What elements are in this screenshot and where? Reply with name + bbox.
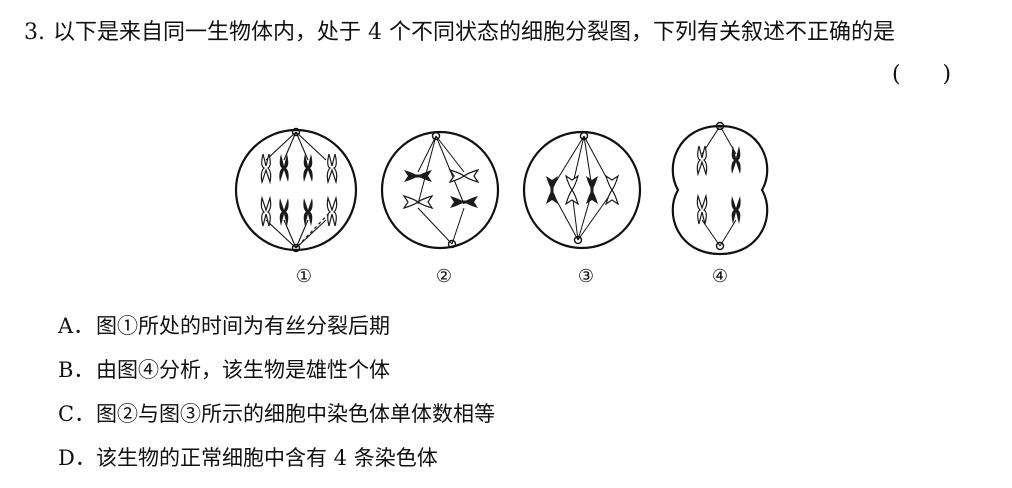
figure-label-2: ②: [436, 266, 452, 287]
option-a[interactable]: A． 图①所处的时间为有丝分裂后期: [58, 304, 495, 348]
figure-label-3: ③: [578, 266, 594, 287]
question-stem: 3. 以下是来自同一生物体内，处于 4 个不同状态的细胞分裂图，下列有关叙述不正确…: [24, 18, 895, 48]
option-b-text: 由图④分析，该生物是雄性个体: [96, 358, 390, 382]
option-d-letter: D．: [58, 446, 96, 470]
question-text: 以下是来自同一生物体内，处于 4 个不同状态的细胞分裂图，下列有关叙述不正确的是: [53, 20, 895, 45]
question-number: 3.: [24, 20, 45, 45]
option-a-letter: A．: [58, 314, 95, 338]
cell-2-diagram: [380, 130, 500, 250]
answer-bracket: ( ): [892, 62, 952, 87]
option-d-text: 该生物的正常细胞中含有 4 条染色体: [96, 446, 438, 470]
option-c-text: 图②与图③所示的细胞中染色体单体数相等: [96, 402, 495, 426]
option-a-text: 图①所处的时间为有丝分裂后期: [96, 314, 390, 338]
figure-label-4: ④: [712, 266, 728, 287]
option-d[interactable]: D． 该生物的正常细胞中含有 4 条染色体: [58, 436, 495, 480]
cell-4-diagram: [671, 121, 769, 256]
option-c-letter: C．: [58, 402, 96, 426]
figure-label-1: ①: [296, 266, 312, 287]
cell-1-diagram: [234, 127, 358, 253]
option-b-letter: B．: [58, 358, 95, 382]
option-c[interactable]: C． 图②与图③所示的细胞中染色体单体数相等: [58, 392, 495, 436]
cell-division-figure: ① ② ③ ④: [232, 110, 792, 290]
option-b[interactable]: B． 由图④分析，该生物是雄性个体: [58, 348, 495, 392]
options-list: A． 图①所处的时间为有丝分裂后期 B． 由图④分析，该生物是雄性个体 C． 图…: [58, 304, 495, 480]
cell-3-diagram: [522, 130, 642, 250]
